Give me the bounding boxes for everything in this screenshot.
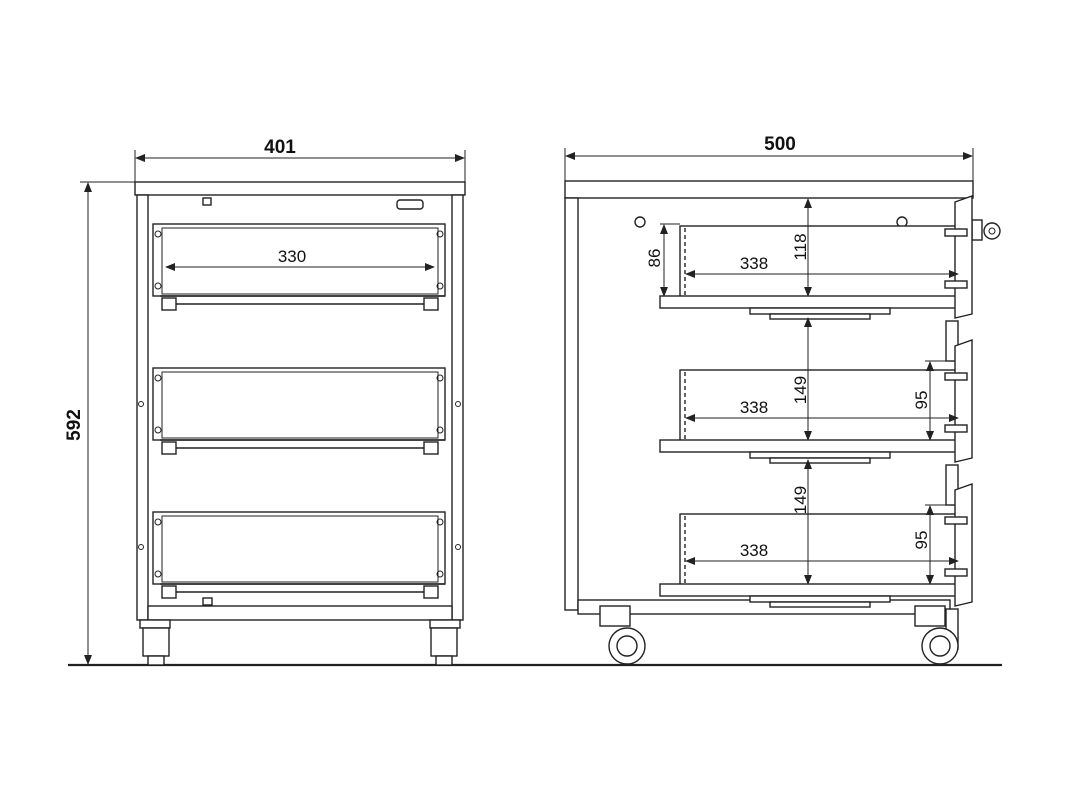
drawer-bottom	[659, 439, 966, 453]
drawer-panel	[152, 367, 446, 441]
dimension-label: 95	[912, 391, 931, 410]
bottom-rail	[147, 605, 453, 621]
dimension-label: 86	[645, 249, 664, 268]
drawer-front-panel	[954, 339, 973, 463]
drawer-front	[152, 223, 446, 311]
runner-bracket	[161, 441, 177, 455]
drawer-front	[152, 367, 446, 455]
runner-bracket	[423, 441, 439, 455]
runner	[769, 313, 871, 320]
left-side-panel	[136, 194, 149, 621]
runner	[749, 451, 891, 459]
drawer-box	[679, 225, 961, 299]
front-caster	[914, 605, 959, 665]
drawer-panel	[152, 511, 446, 585]
drawer-box	[679, 369, 961, 443]
top-panel	[564, 180, 974, 199]
dimension-label: 149	[791, 486, 810, 514]
front-view: 401 592 330	[64, 137, 466, 666]
drawer-bottom	[659, 583, 966, 597]
depth-label: 500	[764, 134, 796, 155]
dimension-label: 338	[740, 398, 768, 417]
drawer-front-panel	[954, 195, 973, 319]
screw-icon	[202, 597, 213, 606]
runner	[749, 595, 891, 603]
runner-bracket	[423, 297, 439, 311]
runner	[769, 457, 871, 464]
rear-caster	[599, 605, 646, 665]
screw-icon	[634, 216, 646, 228]
drawer-box	[679, 513, 961, 587]
inner-width-label: 330	[278, 247, 306, 266]
runner-bracket	[161, 585, 177, 599]
dimension-label: 118	[791, 233, 810, 260]
lock-icon	[971, 219, 1001, 241]
dimension-label: 149	[791, 376, 810, 404]
drawer-side-1	[659, 195, 973, 362]
runner-bracket	[161, 297, 177, 311]
drawer-side-2	[659, 339, 973, 506]
back-panel	[564, 197, 579, 611]
height-label: 592	[64, 409, 85, 441]
runner	[749, 307, 891, 315]
runner-bracket	[423, 585, 439, 599]
dimension-label: 95	[912, 531, 931, 550]
drawer-front	[152, 511, 446, 599]
dimension-label: 338	[740, 254, 768, 273]
runner	[769, 601, 871, 608]
drawer-bottom	[659, 295, 966, 309]
drawer-front-panel	[954, 483, 973, 607]
dimension-label: 338	[740, 541, 768, 560]
right-foot	[429, 619, 461, 666]
screw-icon	[202, 197, 212, 206]
width-label: 401	[264, 137, 296, 158]
side-view: 500 338 338 338 118 149 149 86 95 95	[564, 134, 1001, 665]
drawer-side-3	[659, 483, 973, 650]
right-side-panel	[451, 194, 464, 621]
lock-icon	[396, 199, 424, 210]
left-foot	[139, 619, 171, 666]
top-panel	[134, 181, 466, 196]
